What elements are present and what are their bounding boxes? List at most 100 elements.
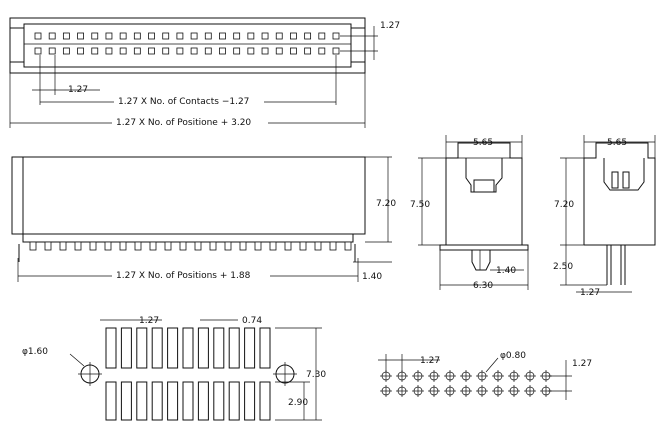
end2-slot xyxy=(603,158,645,191)
top-pitch-label-right: 1.27 xyxy=(380,21,400,31)
top-pin-r2-22 xyxy=(332,47,340,55)
side-view-pin-array xyxy=(18,241,356,262)
end-view-2: 5.65 7.20 2.50 1.27 xyxy=(553,135,656,298)
side-pin-9 xyxy=(149,241,157,251)
footprint-pad-r2-5 xyxy=(167,381,179,421)
footprint-pad-r2-10 xyxy=(244,381,256,421)
side-pin-8 xyxy=(134,241,142,251)
side-pin-5 xyxy=(89,241,97,251)
footprint-pad-r2-7 xyxy=(197,381,209,421)
side-offset-label: 1.40 xyxy=(362,272,382,282)
footprint-pad-length-label: 2.90 xyxy=(288,398,308,408)
side-pin-3 xyxy=(59,241,67,251)
end2-pin-pitch-label: 1.27 xyxy=(580,288,600,298)
footprint-pad-r2-9 xyxy=(228,381,240,421)
footprint-pad-r2-11 xyxy=(259,381,271,421)
top-positions-label: 1.27 X No. of Positione + 3.20 xyxy=(116,118,251,128)
side-pin-21 xyxy=(329,241,337,251)
side-pin-20 xyxy=(314,241,322,251)
hp-diameter-leader xyxy=(485,357,499,373)
end2-pin-length-label: 2.50 xyxy=(553,262,573,272)
top-pin-r2-4 xyxy=(77,47,84,55)
side-view: 7.20 1.27 X No. of Positions + 1.88 1.40 xyxy=(11,156,396,282)
footprint-pad-r1-11 xyxy=(259,327,271,369)
top-pin-r1-18 xyxy=(275,32,283,40)
top-view-inner-housing xyxy=(23,23,352,68)
top-pin-r2-2 xyxy=(48,47,56,55)
end2-top-width-label: 5.65 xyxy=(607,138,627,148)
footprint-pad-r1-1 xyxy=(105,327,117,369)
side-height-label: 7.20 xyxy=(376,199,396,209)
end1-bottom-width-label: 6.30 xyxy=(473,281,493,291)
end1-contact xyxy=(473,179,495,193)
top-pin-r1-9 xyxy=(148,32,155,40)
footprint-pad-array xyxy=(105,327,271,421)
side-pin-14 xyxy=(224,241,232,251)
side-pin-2 xyxy=(44,241,52,251)
top-pin-r1-8 xyxy=(133,32,141,40)
footprint-pad-r2-3 xyxy=(136,381,148,421)
side-pin-19 xyxy=(299,241,307,251)
top-pin-r2-14 xyxy=(219,47,226,55)
top-pin-r2-8 xyxy=(133,47,141,55)
footprint-pad-r1-4 xyxy=(151,327,163,369)
footprint-pad-r2-6 xyxy=(182,381,194,421)
end2-contact-a xyxy=(611,171,619,189)
top-pin-r1-20 xyxy=(304,32,312,40)
top-pitch-label-left: 1.27 xyxy=(68,85,88,95)
top-pin-r2-21 xyxy=(318,47,326,55)
top-pin-r1-22 xyxy=(332,32,340,40)
top-pin-r1-11 xyxy=(176,32,184,40)
top-pin-r2-7 xyxy=(119,47,127,55)
hole-pattern-diameter-label: φ0.80 xyxy=(500,351,526,361)
top-pin-r2-20 xyxy=(304,47,312,55)
top-view-outer-housing xyxy=(9,17,366,74)
side-pin-13 xyxy=(209,241,217,251)
top-pin-r1-14 xyxy=(219,32,226,40)
side-length-label: 1.27 X No. of Positions + 1.88 xyxy=(116,271,251,281)
top-pin-r1-1 xyxy=(34,32,42,40)
side-pin-4 xyxy=(74,241,82,251)
footprint-pad-r1-8 xyxy=(213,327,225,369)
footprint-pad-r1-10 xyxy=(244,327,256,369)
top-pin-r1-16 xyxy=(247,32,255,40)
end1-base xyxy=(439,244,529,251)
side-pin-10 xyxy=(164,241,172,251)
end-view-1: 5.65 7.50 1.40 6.30 xyxy=(410,135,529,291)
side-pin-1 xyxy=(29,241,37,251)
side-length-label-bg xyxy=(112,269,270,281)
hole-pattern-view: 1.27 φ0.80 1.27 xyxy=(378,351,592,400)
top-contacts-label: 1.27 X No. of Contacts −1.27 xyxy=(118,97,249,107)
top-view-left-latch xyxy=(9,27,25,63)
top-pin-r1-17 xyxy=(261,32,269,40)
footprint-row-span-label: 7.30 xyxy=(306,370,326,380)
top-pin-r1-19 xyxy=(290,32,297,40)
top-pin-r1-3 xyxy=(62,32,70,40)
top-pin-r1-21 xyxy=(318,32,326,40)
top-pin-r1-7 xyxy=(119,32,127,40)
footprint-view: φ1.60 1.27 0.74 7.30 2.90 xyxy=(22,316,326,421)
top-view: 1.27 1.27 1.27 X No. of Contacts −1.27 1… xyxy=(9,17,400,128)
footprint-hole-diameter-label: φ1.60 xyxy=(22,347,48,357)
top-pin-r2-19 xyxy=(290,47,297,55)
side-pin-15 xyxy=(239,241,247,251)
side-pin-12 xyxy=(194,241,202,251)
footprint-pad-r2-4 xyxy=(151,381,163,421)
top-pin-r2-10 xyxy=(162,47,170,55)
top-pin-r2-12 xyxy=(190,47,198,55)
footprint-pitch-label: 1.27 xyxy=(139,316,159,326)
top-pin-r1-5 xyxy=(91,32,99,40)
top-pin-r2-16 xyxy=(247,47,255,55)
end2-height-label: 7.20 xyxy=(554,200,574,210)
side-pin-17 xyxy=(269,241,277,251)
hole-pattern-pitch-y-label: 1.27 xyxy=(572,359,592,369)
hole-pattern-array xyxy=(380,370,552,397)
end2-housing-outline xyxy=(583,142,656,246)
footprint-pad-r2-1 xyxy=(105,381,117,421)
top-pin-r1-12 xyxy=(190,32,198,40)
top-pin-r1-6 xyxy=(105,32,113,40)
side-pin-22 xyxy=(344,241,352,251)
footprint-pad-r1-2 xyxy=(120,327,132,369)
side-pin-7 xyxy=(119,241,127,251)
side-pin-16 xyxy=(254,241,262,251)
